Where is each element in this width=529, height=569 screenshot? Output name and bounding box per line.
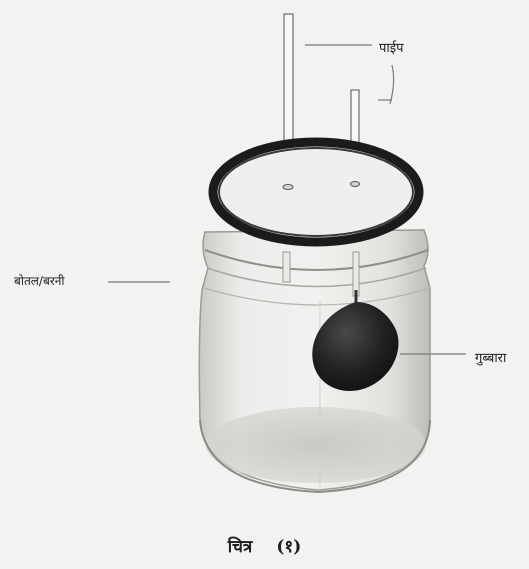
rubber-rim (213, 142, 419, 242)
figure-caption: चित्र (१) (0, 534, 529, 557)
label-pipe: पाईप (379, 38, 404, 56)
caption-number: (१) (276, 534, 301, 557)
label-bottle: बोतल/बरनी (14, 272, 65, 289)
caption-text: चित्र (228, 534, 253, 557)
label-balloon: गुब्बारा (475, 348, 506, 366)
